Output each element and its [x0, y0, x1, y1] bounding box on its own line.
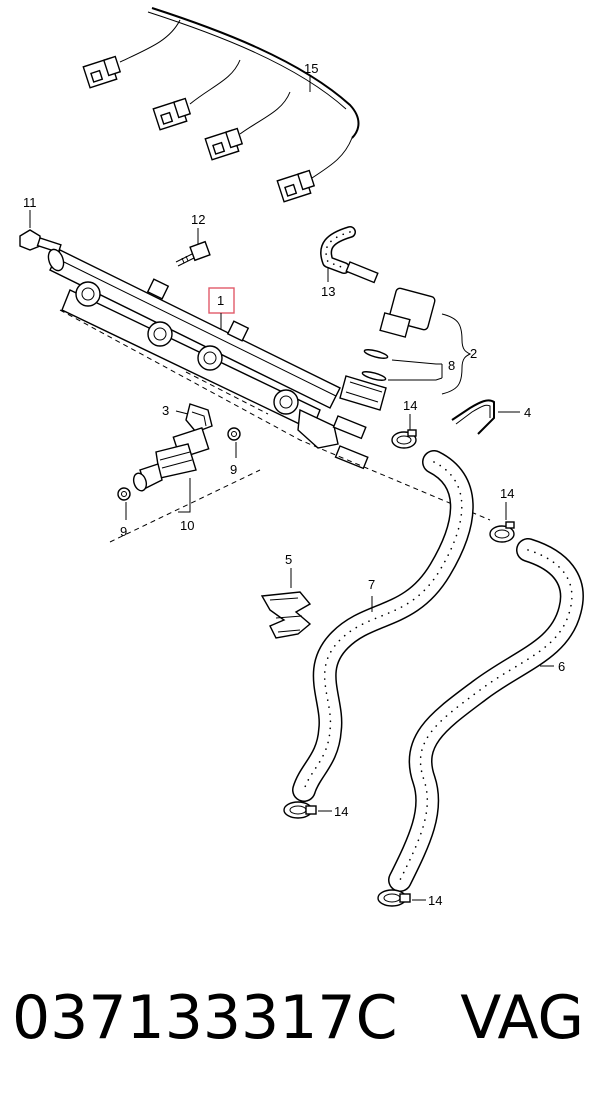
pressure-regulator	[339, 287, 436, 411]
callout-1: 1	[217, 293, 224, 308]
callout-14-b: 14	[500, 486, 514, 501]
fuel-injector	[132, 427, 210, 492]
callout-3: 3	[162, 403, 169, 418]
callout-12: 12	[191, 212, 205, 227]
callout-7: 7	[368, 577, 375, 592]
seal-ring	[117, 487, 131, 501]
wiring-harness	[82, 7, 360, 203]
connector-plug	[82, 55, 122, 89]
fuel-rail-exploded-diagram: 15 11 12 1 2	[19, 7, 584, 908]
hose-clamp	[283, 801, 317, 819]
hose-clamp	[377, 889, 411, 907]
callout-14-d: 14	[428, 893, 442, 908]
hose-clamp	[391, 429, 417, 449]
hose-7	[292, 450, 474, 802]
seal-ring	[227, 427, 241, 441]
connector-plug	[152, 97, 192, 131]
callout-14-a: 14	[403, 398, 417, 413]
hose-clamp	[489, 521, 515, 543]
callout-14-c: 14	[334, 804, 348, 819]
callout-4: 4	[524, 405, 531, 420]
callout-9-a: 9	[230, 462, 237, 477]
brand-name: VAG	[460, 983, 584, 1053]
footer: 037133317C VAG	[0, 978, 600, 1068]
callout-6: 6	[558, 659, 565, 674]
callout-8: 8	[448, 358, 455, 373]
connector-plug	[204, 127, 244, 161]
connector-plug	[276, 169, 316, 203]
holder-5	[260, 591, 312, 639]
callout-15: 15	[304, 61, 318, 76]
part-number: 037133317C	[12, 983, 398, 1053]
o-rings	[361, 349, 389, 381]
clip-3	[185, 403, 213, 433]
fuel-rail	[47, 248, 369, 470]
callout-10: 10	[180, 518, 194, 533]
callout-11: 11	[23, 195, 37, 210]
hose-6	[388, 538, 584, 892]
callout-2: 2	[470, 346, 477, 361]
bracket-4	[451, 399, 495, 435]
hose-13	[320, 226, 379, 284]
callout-5: 5	[285, 552, 292, 567]
bolt-12	[175, 240, 211, 267]
callout-9-b: 9	[120, 524, 127, 539]
callout-13: 13	[321, 284, 335, 299]
